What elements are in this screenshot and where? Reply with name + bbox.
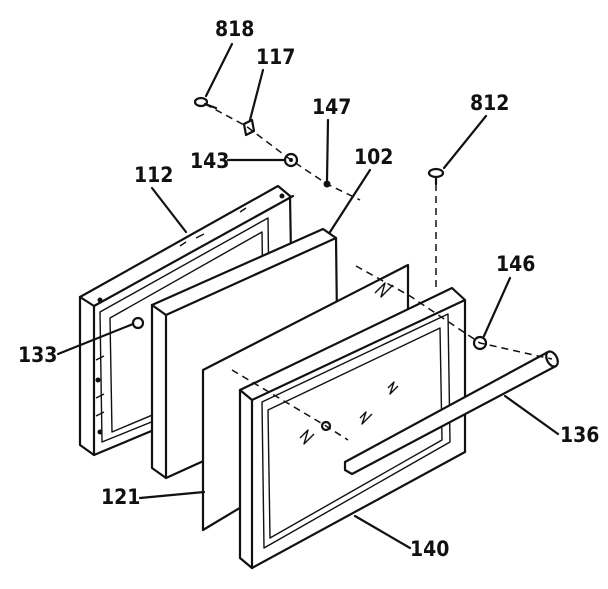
label-133: 133 [18,343,57,367]
part-133-bumper [131,316,145,330]
assembly-lines [204,103,553,441]
label-102: 102 [354,145,393,169]
part-818-screw [193,96,218,110]
part-140-outer-frame [238,286,467,570]
label-121: 121 [101,485,140,509]
label-818: 818 [215,17,254,41]
label-112: 112 [134,163,173,187]
label-117: 117 [256,45,295,69]
label-143: 143 [190,149,229,173]
label-147: 147 [312,95,351,119]
label-812: 812 [470,91,509,115]
label-146: 146 [496,252,535,276]
part-812-screw [427,167,445,186]
leader-lines [56,42,560,550]
label-136: 136 [560,423,599,447]
label-140: 140 [410,537,449,561]
